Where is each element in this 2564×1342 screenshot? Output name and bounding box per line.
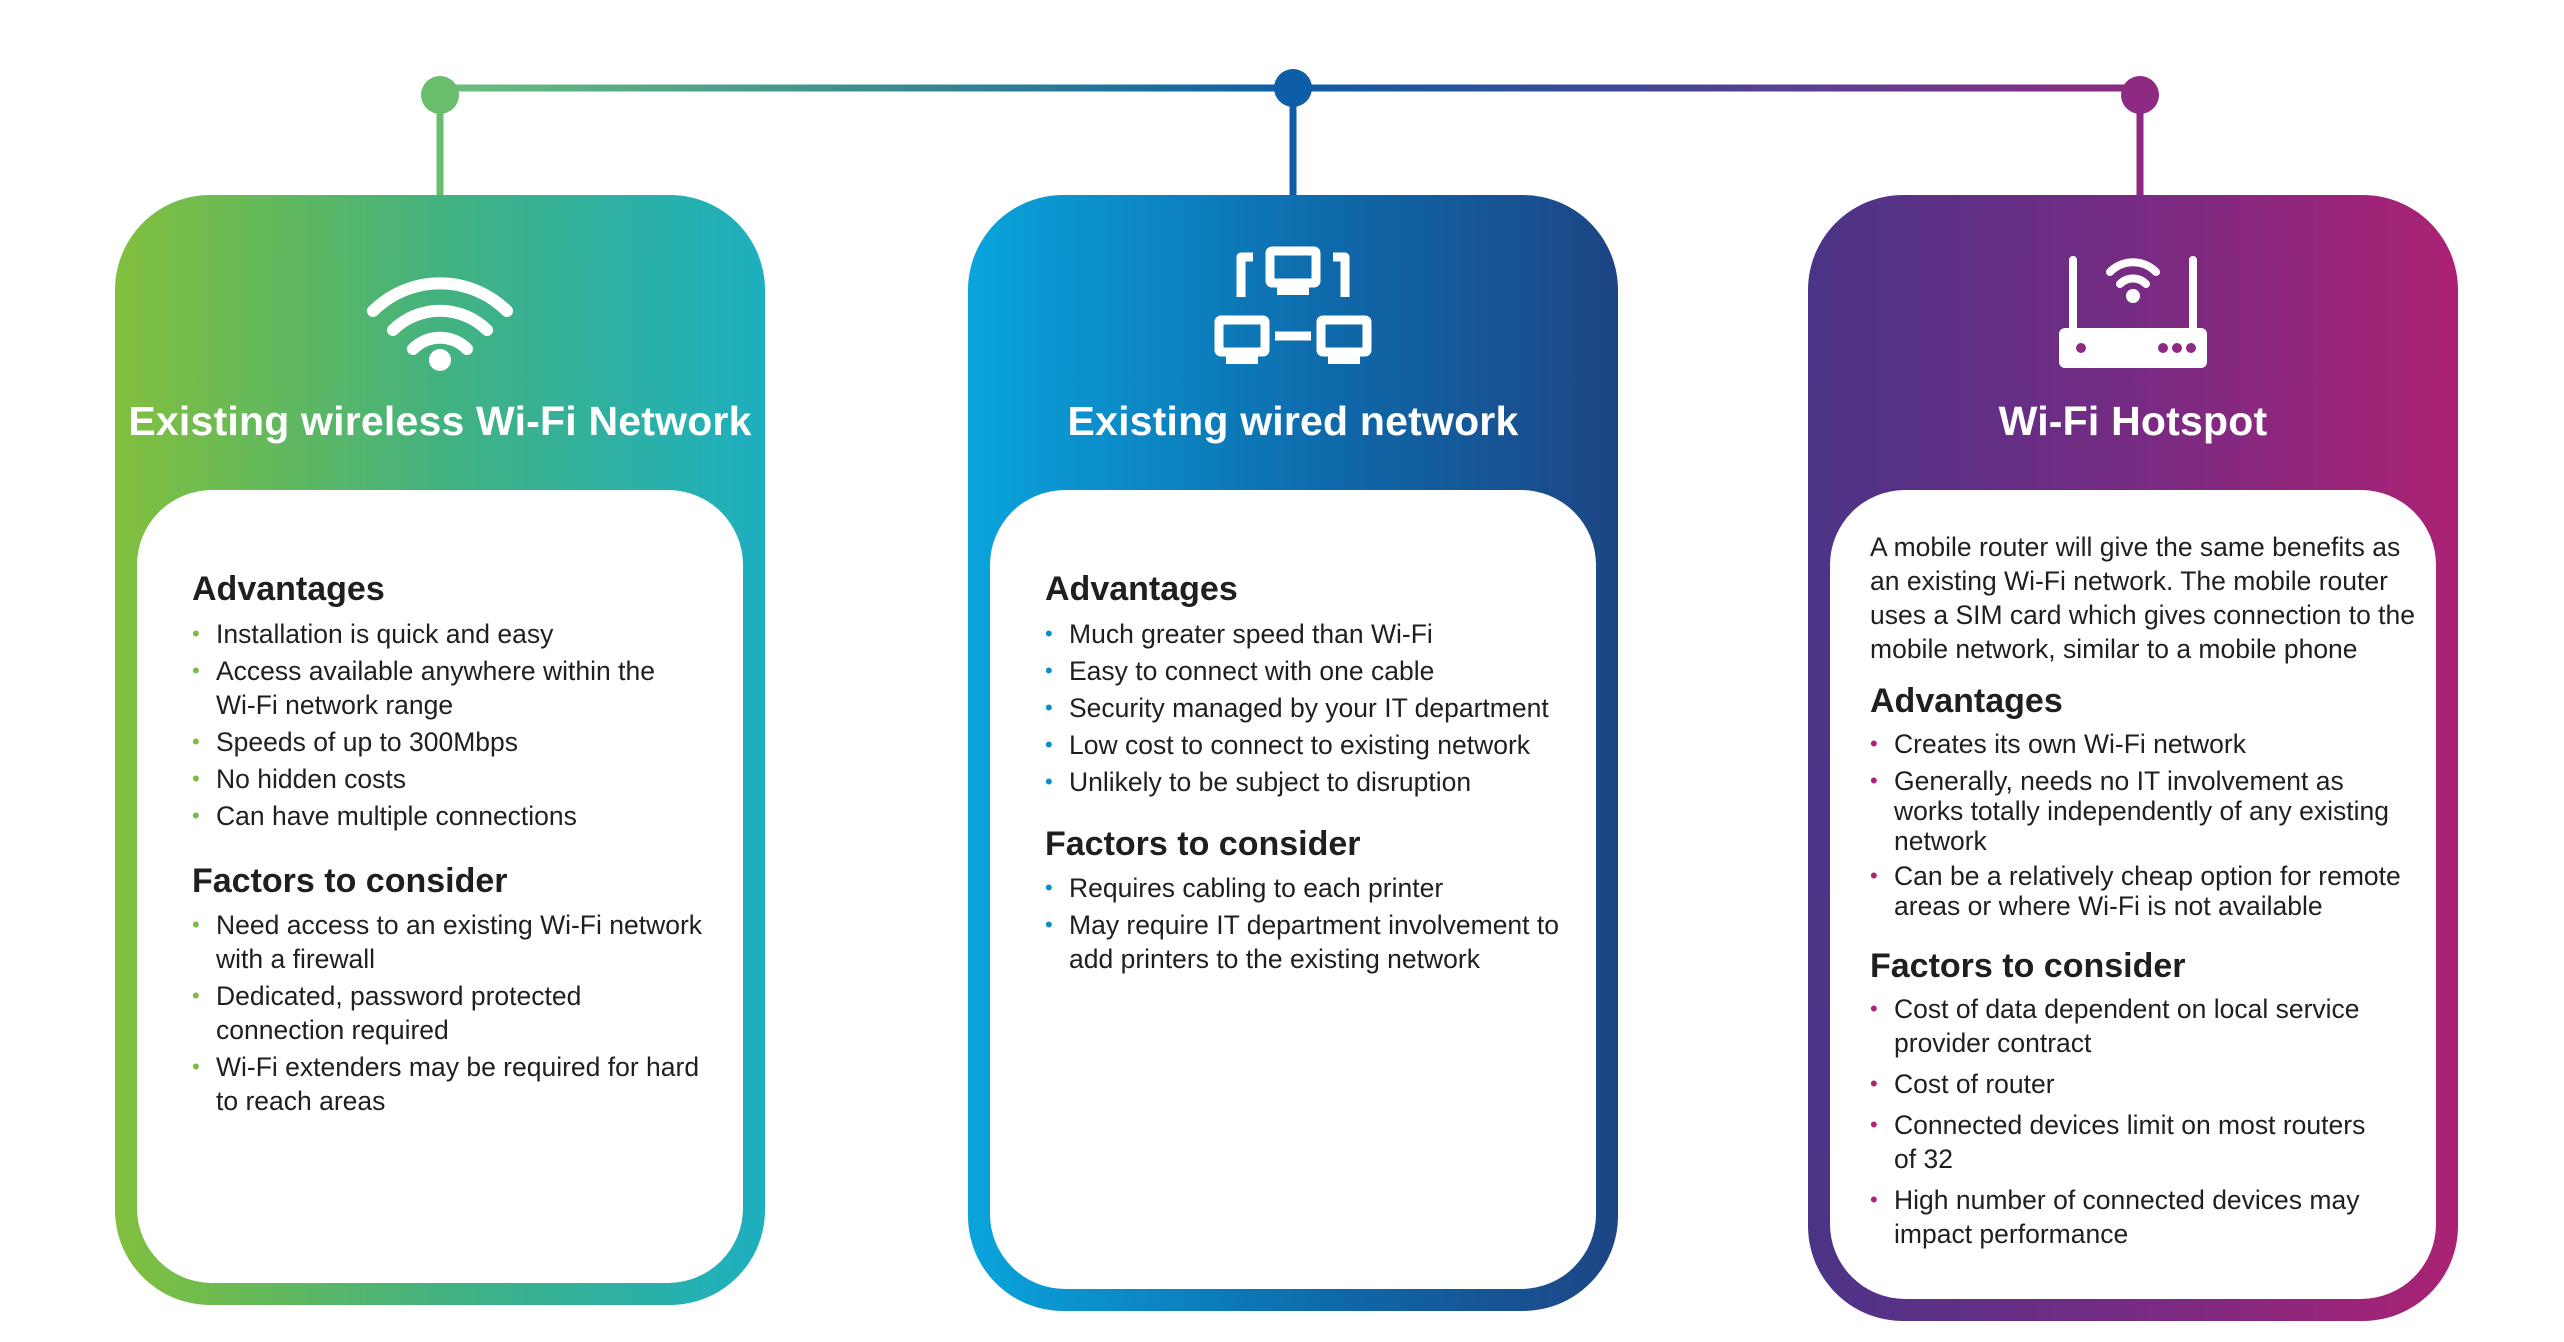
node-dot-purple (2121, 76, 2159, 114)
list-item: Speeds of up to 300Mbps (192, 725, 692, 759)
card-title: Existing wireless Wi-Fi Network (128, 398, 752, 444)
card-wifi-network: Existing wireless Wi-Fi Network Advantag… (115, 195, 765, 1305)
list-item: Security managed by your IT department (1045, 691, 1575, 725)
list-item: Can be a relatively cheap option for rem… (1870, 861, 2415, 921)
network-computers-icon (1214, 246, 1372, 364)
factors-list: Cost of data dependent on local service … (1870, 992, 2390, 1251)
list-item: Can have multiple connections (192, 799, 692, 833)
factors-list: Need access to an existing Wi-Fi network… (192, 908, 712, 1118)
list-item: No hidden costs (192, 762, 692, 796)
router-icon (2059, 256, 2207, 368)
list-item: Dedicated, password protected connection… (192, 979, 712, 1047)
advantages-list: Much greater speed than Wi-Fi Easy to co… (1045, 617, 1575, 799)
list-item: Unlikely to be subject to disruption (1045, 765, 1575, 799)
factors-heading: Factors to consider (1870, 947, 2186, 985)
card-body: Advantages Installation is quick and eas… (137, 490, 743, 1283)
list-item: Cost of router (1870, 1067, 2390, 1101)
card-wifi-hotspot: Wi-Fi Hotspot A mobile router will give … (1808, 195, 2458, 1321)
list-item: Wi-Fi extenders may be required for hard… (192, 1050, 712, 1118)
list-item: Access available anywhere within the Wi-… (192, 654, 692, 722)
list-item: Low cost to connect to existing network (1045, 728, 1575, 762)
node-dot-green (421, 76, 459, 114)
list-item: May require IT department involvement to… (1045, 908, 1560, 976)
factors-heading: Factors to consider (1045, 825, 1361, 863)
list-item: Requires cabling to each printer (1045, 871, 1560, 905)
advantages-heading: Advantages (1870, 682, 2063, 720)
factors-list: Requires cabling to each printer May req… (1045, 871, 1560, 976)
list-item: High number of connected devices may imp… (1870, 1183, 2390, 1251)
advantages-heading: Advantages (192, 570, 385, 608)
card-title: Wi-Fi Hotspot (1998, 398, 2268, 444)
list-item: Creates its own Wi-Fi network (1870, 727, 2415, 761)
list-item: Need access to an existing Wi-Fi network… (192, 908, 712, 976)
node-dot-blue (1274, 69, 1312, 107)
card-wired-network: Existing wired network Advantages Much g… (968, 195, 1618, 1311)
card-body: A mobile router will give the same benef… (1830, 490, 2436, 1299)
card-title: Existing wired network (1067, 398, 1519, 444)
factors-heading: Factors to consider (192, 862, 508, 900)
advantages-list: Creates its own Wi-Fi network Generally,… (1870, 727, 2415, 921)
list-item: Generally, needs no IT involvement as wo… (1870, 766, 2415, 856)
list-item: Connected devices limit on most routers … (1870, 1108, 2390, 1176)
card-body: Advantages Much greater speed than Wi-Fi… (990, 490, 1596, 1289)
list-item: Installation is quick and easy (192, 617, 692, 651)
advantages-heading: Advantages (1045, 570, 1238, 608)
intro-text: A mobile router will give the same benef… (1870, 532, 2416, 664)
wifi-icon (367, 277, 513, 371)
advantages-list: Installation is quick and easy Access av… (192, 617, 692, 833)
list-item: Cost of data dependent on local service … (1870, 992, 2390, 1060)
list-item: Much greater speed than Wi-Fi (1045, 617, 1575, 651)
list-item: Easy to connect with one cable (1045, 654, 1575, 688)
